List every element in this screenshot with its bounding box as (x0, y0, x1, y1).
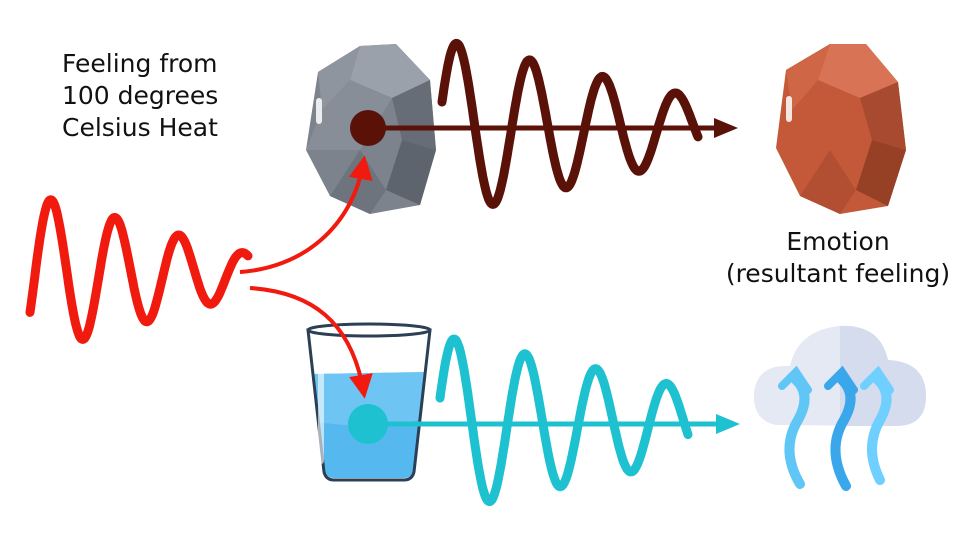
steam-line (830, 375, 856, 491)
emotion-label-line2: (resultant feeling) (725, 259, 951, 288)
water-arrowhead (716, 414, 740, 434)
steam-line (784, 375, 810, 489)
water-absorption-point (348, 404, 388, 444)
glass-of-water-icon (306, 322, 432, 482)
steam-line (867, 375, 892, 485)
rock-absorption-point (350, 110, 386, 146)
water-wave (435, 334, 693, 507)
emotion-label: Emotion (resultant feeling) (722, 226, 954, 290)
heat-source-label: Feeling from 100 degrees Celsius Heat (62, 48, 218, 144)
emotion-label-line1: Emotion (786, 227, 890, 256)
arrow-to-rock (239, 155, 373, 274)
rock-wave (437, 38, 703, 209)
rock-arrowhead (714, 118, 738, 138)
heat-wave (25, 195, 253, 344)
red-rock-icon (776, 44, 906, 214)
heat-label-line3: Celsius Heat (62, 113, 218, 142)
heat-label-line2: 100 degrees (62, 81, 219, 110)
steam-cloud-icon (753, 325, 926, 491)
arrow-to-water (249, 286, 373, 399)
heat-label-line1: Feeling from (62, 49, 218, 78)
